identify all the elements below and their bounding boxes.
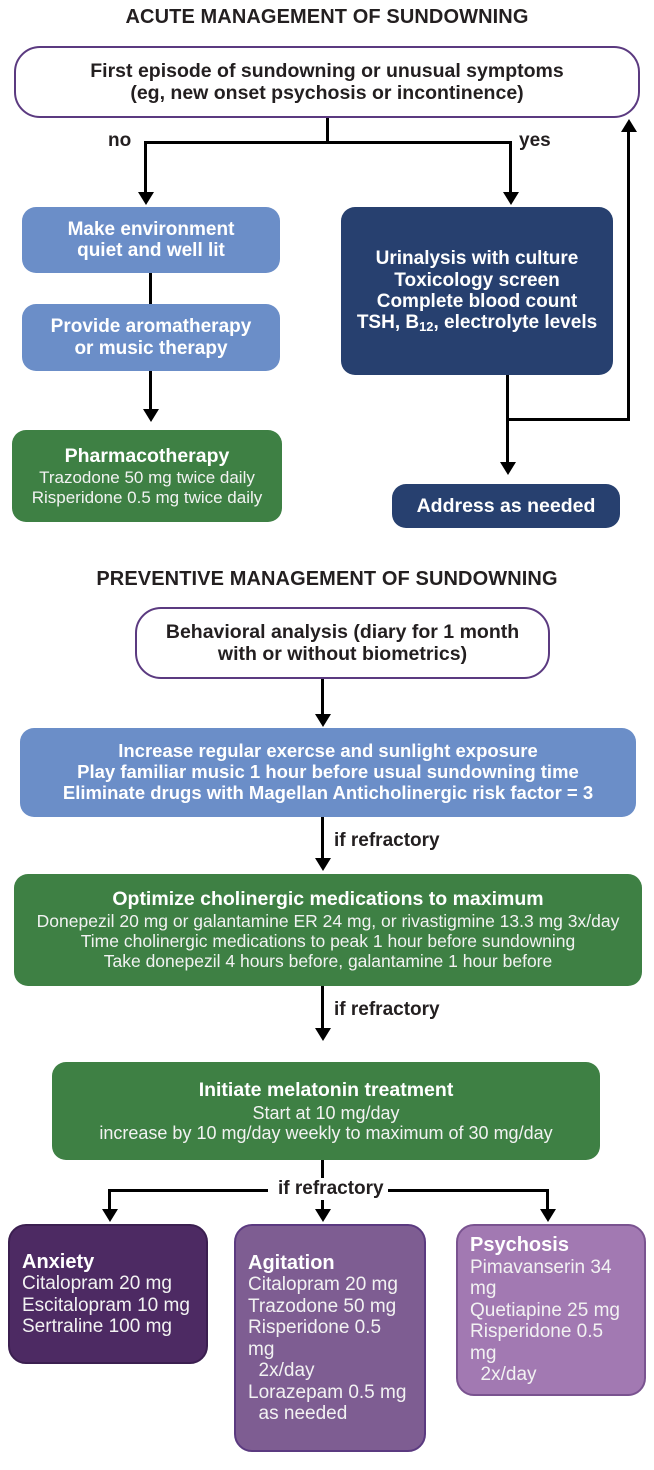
arrow-to-psychosis (540, 1209, 556, 1222)
arrow-to-anxiety (102, 1209, 118, 1222)
workup-line3: Complete blood count (376, 291, 578, 312)
psychosis-line-3: Risperidone 0.5 mg (470, 1321, 604, 1364)
connector-behavioral-down (321, 679, 324, 721)
acute-environment-line2: quiet and well lit (77, 240, 225, 261)
connector-cholinergic-down (321, 986, 324, 1034)
arrow-to-cholinergic (315, 858, 331, 871)
acute-address-node[interactable]: Address as needed (392, 484, 620, 528)
preventive-cholinergic-node[interactable]: Optimize cholinergic medications to maxi… (14, 874, 642, 986)
edge-label-no: no (108, 130, 132, 151)
connector-no-drop (144, 141, 147, 198)
edge-label-refractory-3: if refractory (274, 1178, 388, 1200)
acute-start-line1: First episode of sundowning or unusual s… (90, 59, 564, 82)
acute-environment-node[interactable]: Make environment quiet and well lit (22, 207, 280, 273)
agitation-line-6: as needed (248, 1402, 348, 1424)
acute-environment-line1: Make environment (67, 218, 235, 240)
outcome-card-agitation[interactable]: Agitation Citalopram 20 mg Trazodone 50 … (234, 1224, 426, 1452)
arrow-no (138, 192, 154, 205)
agitation-line-1: Citalopram 20 mg (248, 1274, 398, 1296)
acute-aromatherapy-line2: or music therapy (74, 337, 228, 359)
arrow-to-lifestyle (315, 714, 331, 727)
workup-line2: Toxicology screen (394, 269, 560, 291)
workup-line4-a: TSH, B (356, 312, 420, 334)
connector-anxiety-drop (108, 1189, 111, 1215)
preventive-section-title: PREVENTIVE MANAGEMENT OF SUNDOWNING (96, 568, 558, 590)
acute-start-node[interactable]: First episode of sundowning or unusual s… (14, 46, 640, 118)
acute-workup-node[interactable]: Urinalysis with culture Toxicology scree… (341, 207, 613, 375)
cholinergic-line2: Time cholinergic medications to peak 1 h… (80, 931, 576, 952)
psychosis-line-4: 2x/day (470, 1364, 537, 1386)
melatonin-line2: increase by 10 mg/day weekly to maximum … (99, 1123, 553, 1144)
melatonin-title: Initiate melatonin treatment (198, 1078, 454, 1101)
acute-pharmacotherapy-node[interactable]: Pharmacotherapy Trazodone 50 mg twice da… (12, 430, 282, 522)
agitation-line-5: Lorazepam 0.5 mg (248, 1381, 407, 1403)
pharmacotherapy-title: Pharmacotherapy (64, 445, 230, 468)
arrow-to-pharmacotherapy (143, 409, 159, 422)
connector-yes-drop (509, 141, 512, 198)
workup-line1: Urinalysis with culture (375, 248, 579, 270)
connector-feedback-vertical (627, 132, 630, 421)
workup-line4-sub: 12 (419, 319, 434, 335)
connector-workup-down (506, 375, 509, 468)
agitation-line-2: Trazodone 50 mg (248, 1295, 397, 1317)
cholinergic-line3: Take donepezil 4 hours before, galantami… (103, 950, 553, 971)
arrow-yes (503, 192, 519, 205)
cholinergic-title: Optimize cholinergic medications to maxi… (112, 888, 544, 911)
preventive-behavioral-node[interactable]: Behavioral analysis (diary for 1 month w… (135, 607, 550, 679)
lifestyle-line2: Play familiar music 1 hour before usual … (77, 761, 579, 783)
arrow-to-agitation (315, 1209, 331, 1222)
pharmacotherapy-line1: Trazodone 50 mg twice daily (39, 468, 255, 488)
arrow-to-melatonin (315, 1028, 331, 1041)
connector-psychosis-drop (546, 1189, 549, 1215)
psychosis-line-2: Quetiapine 25 mg (470, 1299, 620, 1321)
lifestyle-line1: Increase regular exercse and sunlight ex… (118, 740, 538, 762)
workup-line4-b: , electrolyte levels (433, 312, 598, 334)
melatonin-line1: Start at 10 mg/day (252, 1102, 400, 1123)
lifestyle-line3: Eliminate drugs with Magellan Anticholin… (62, 781, 594, 803)
edge-label-refractory-1: if refractory (334, 830, 440, 851)
connector-start-stem (326, 118, 329, 144)
preventive-melatonin-node[interactable]: Initiate melatonin treatment Start at 10… (52, 1062, 600, 1160)
edge-label-refractory-2: if refractory (334, 999, 440, 1020)
agitation-line-3: Risperidone 0.5 mg (248, 1317, 382, 1360)
acute-start-line2: (eg, new onset psychosis or incontinence… (130, 82, 524, 104)
psychosis-line-1: Pimavanserin 34 mg (470, 1256, 612, 1300)
workup-line4: TSH, B12, electrolyte levels (356, 312, 598, 335)
connector-env-to-aroma (149, 273, 152, 304)
edge-label-yes: yes (519, 130, 551, 151)
anxiety-line-2: Escitalopram 10 mg (22, 1294, 190, 1316)
cholinergic-line1: Donepezil 20 mg or galantamine ER 24 mg,… (36, 911, 620, 932)
connector-feedback-horizontal (506, 418, 630, 421)
anxiety-line-3: Sertraline 100 mg (22, 1316, 172, 1338)
agitation-line-4: 2x/day (248, 1360, 315, 1382)
behavioral-line2: with or without biometrics) (217, 643, 468, 665)
acute-aromatherapy-line1: Provide aromatherapy (50, 316, 252, 338)
agitation-title: Agitation (248, 1251, 335, 1274)
outcome-card-psychosis[interactable]: Psychosis Pimavanserin 34 mg Quetiapine … (456, 1224, 646, 1396)
connector-split-right (377, 1189, 549, 1192)
arrow-feedback-up (621, 119, 637, 132)
anxiety-line-1: Citalopram 20 mg (22, 1273, 172, 1295)
preventive-lifestyle-node[interactable]: Increase regular exercse and sunlight ex… (20, 728, 636, 817)
acute-section-title: ACUTE MANAGEMENT OF SUNDOWNING (125, 6, 529, 28)
connector-split-left (108, 1189, 268, 1192)
address-label: Address as needed (416, 494, 596, 517)
connector-melatonin-stem (321, 1160, 324, 1181)
acute-aromatherapy-node[interactable]: Provide aromatherapy or music therapy (22, 304, 280, 371)
connector-aroma-to-pharm (149, 371, 152, 415)
connector-split-bar (144, 141, 512, 144)
connector-lifestyle-down (321, 817, 324, 865)
arrow-to-address (500, 462, 516, 475)
outcome-card-anxiety[interactable]: Anxiety Citalopram 20 mg Escitalopram 10… (8, 1224, 208, 1364)
anxiety-title: Anxiety (22, 1250, 95, 1273)
behavioral-line1: Behavioral analysis (diary for 1 month (165, 620, 520, 643)
psychosis-title: Psychosis (470, 1234, 569, 1257)
pharmacotherapy-line2: Risperidone 0.5 mg twice daily (31, 487, 263, 507)
